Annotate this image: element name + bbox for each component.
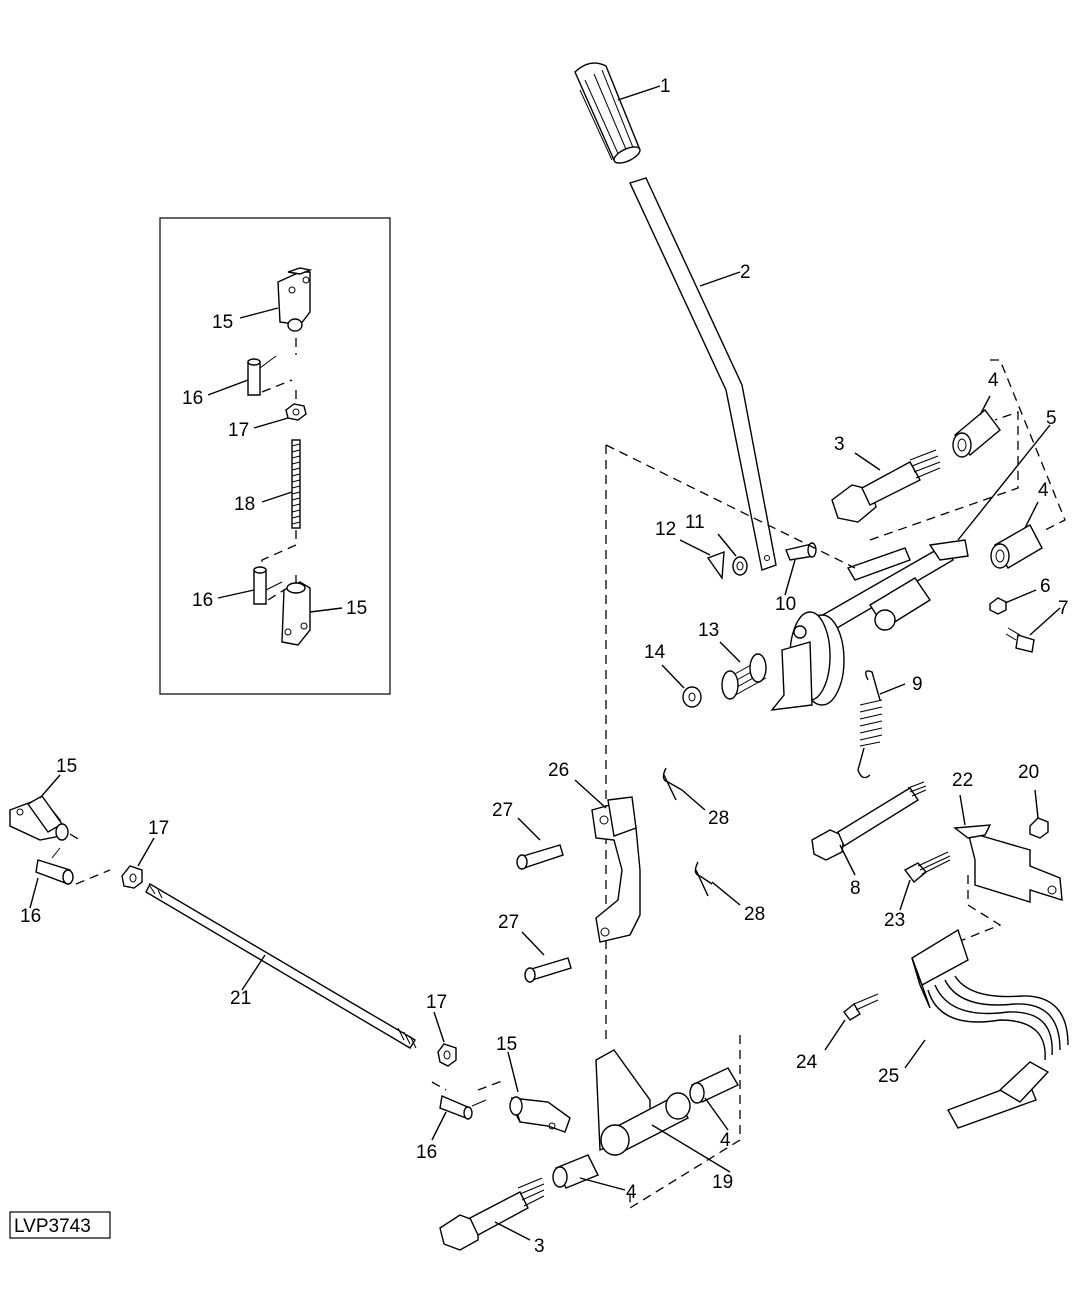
handle-grip [574,62,661,164]
pin-27b [521,931,572,983]
callout-21: 21 [230,988,251,1009]
inset-align-3 [261,530,297,568]
nut-20 [1029,789,1049,839]
align-line-bushing-upper [869,359,1066,541]
callout-16: 16 [416,1142,437,1163]
rod-21 [145,883,417,1049]
callout-9: 9 [912,674,923,695]
callout-8: 8 [850,878,861,899]
callout-23: 23 [884,910,905,931]
bolt-lower [439,1177,545,1251]
screw-24 [824,993,879,1051]
callout-16: 16 [182,388,203,409]
bushing-lower-right [689,1067,739,1131]
callout-24: 24 [796,1052,818,1073]
callout-22: 22 [952,770,973,791]
pin-16-lower [431,1095,487,1141]
inset-pin-16-bottom [217,566,283,605]
callout-2: 2 [740,262,751,283]
callout-28: 28 [708,808,729,829]
callout-3: 3 [834,434,845,455]
callout-25: 25 [878,1066,899,1087]
callout-19: 19 [712,1172,733,1193]
callout-10: 10 [775,594,796,615]
nut-6 [989,589,1037,615]
callout-1: 1 [660,76,671,97]
inset-pin-16-top [207,355,277,396]
callout-13: 13 [698,620,719,641]
washer-11 [717,533,748,576]
clip-28b [694,861,741,906]
callout-3: 3 [534,1236,545,1257]
callout-6: 6 [1040,576,1051,597]
align-line-lower-left [431,1079,506,1091]
pin-16-left [29,847,74,909]
callout-26: 26 [548,760,569,781]
callout-28: 28 [744,904,765,925]
bracket-22 [953,794,1063,903]
callout-17: 17 [426,992,447,1013]
bolt-8 [811,781,927,876]
callout-5: 5 [1046,408,1057,429]
callout-11: 11 [685,512,705,533]
harness-25 [904,928,1069,1129]
callout-18: 18 [234,494,255,515]
inset-align-2 [261,379,297,402]
callout-14: 14 [644,642,666,663]
align-line-left [69,833,111,885]
bushing-lower-left [552,1154,626,1191]
callout-12: 12 [655,519,676,540]
pivot-shaft [799,424,1051,646]
nut-17-right [433,1011,457,1067]
align-line-diagonal [605,444,856,569]
cotter-12 [679,539,725,581]
bushing-right [990,501,1043,569]
callout-15: 15 [212,312,233,333]
callout-15: 15 [346,598,367,619]
callout-27: 27 [498,912,519,933]
screw-7 [1005,607,1061,653]
inset-clevis-15-bottom [281,581,343,646]
lever-rod [629,177,777,571]
spring-13 [719,641,767,700]
bolt-upper [831,449,941,523]
segment-26 [574,779,641,943]
clevis-15-lower [507,1051,571,1133]
pin-10 [784,542,817,596]
inset-rod-18 [261,439,301,529]
callout-15: 15 [496,1034,517,1055]
align-line-bracket [949,875,1002,946]
callout-16: 16 [20,906,41,927]
callout-20: 20 [1018,762,1039,783]
clip-28a [662,767,706,811]
callout-4: 4 [626,1182,637,1203]
callout-16: 16 [192,590,213,611]
callout-17: 17 [148,818,169,839]
inset-nut-17 [253,403,307,429]
arm-19 [595,1049,731,1173]
drawing-id: LVP3743 [14,1216,91,1237]
callout-4: 4 [1038,480,1049,501]
pin-27a [516,817,564,870]
washer-14 [661,664,702,708]
callout-15: 15 [56,756,77,777]
pivot-plate [770,611,845,711]
inset-clevis-15-top [239,267,313,332]
callout-4: 4 [720,1130,731,1151]
nut-17-left [121,837,155,889]
clevis-15-left [9,774,69,841]
bolt-23 [899,851,951,911]
spring-9 [857,670,906,779]
drawing-id-frame [9,1211,111,1239]
bushing-upper [952,395,1001,458]
callout-27: 27 [492,800,513,821]
callout-7: 7 [1058,598,1069,619]
inset-frame [159,217,391,695]
callout-4: 4 [988,370,999,391]
callout-17: 17 [228,420,249,441]
